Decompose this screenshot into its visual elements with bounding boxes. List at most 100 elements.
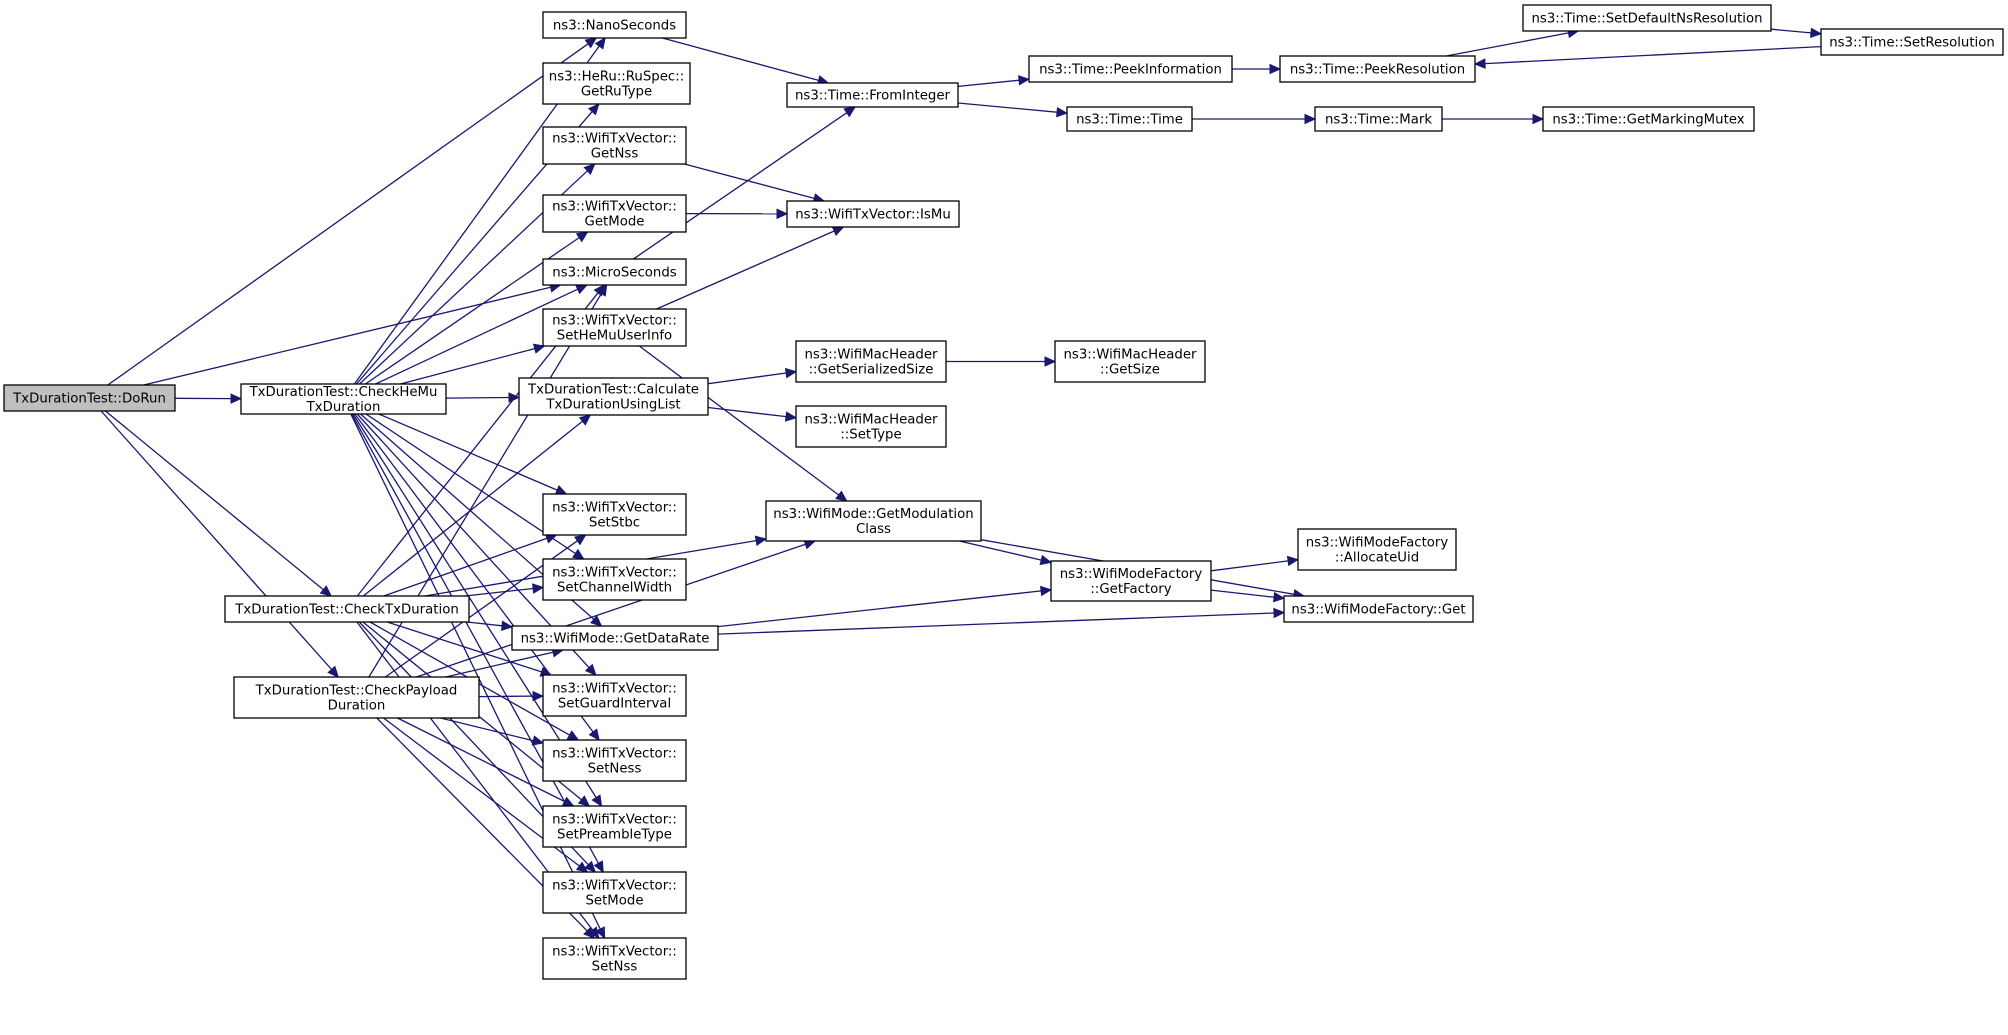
node-getnss[interactable]: ns3::WifiTxVector::GetNss [542,126,687,165]
edge-line [464,587,534,597]
node-factoryget[interactable]: ns3::WifiModeFactory::Get [1283,595,1474,623]
node-label-line: TxDurationTest::CheckPayload [255,684,458,699]
edge-arrowhead [754,535,768,546]
node-sethemu[interactable]: ns3::WifiTxVector::SetHeMuUserInfo [542,308,687,347]
node-label-line: ::AllocateUid [1335,551,1419,566]
node-label-line: ns3::WifiTxVector:: [552,501,677,516]
edge-arrowhead [591,794,603,808]
node-setmode[interactable]: ns3::WifiTxVector::SetMode [542,871,687,914]
node-label-line: Class [856,522,891,537]
node-getdatarate[interactable]: ns3::WifiMode::GetDataRate [511,625,719,651]
call-edge-checkpayload-to-setness [440,717,545,746]
node-setpreamble[interactable]: ns3::WifiTxVector::SetPreambleType [542,805,687,848]
call-edge-checktx-to-getdatarate [467,620,514,632]
call-edge-checktx-to-setchannel [464,583,545,597]
node-microseconds[interactable]: ns3::MicroSeconds [542,258,687,286]
edge-line [1484,45,1822,65]
call-edge-dorun-to-microseconds [143,282,562,386]
node-box [1050,560,1212,602]
node-getrutype[interactable]: ns3::HeRu::RuSpec::GetRuType [542,62,691,105]
node-setnss[interactable]: ns3::WifiTxVector::SetNss [542,937,687,980]
node-setguard[interactable]: ns3::WifiTxVector::SetGuardInterval [542,674,687,717]
edge-arrowhead [578,414,592,426]
node-label-line: SetStbc [589,516,640,531]
node-label-line: ns3::WifiTxVector:: [552,879,677,894]
call-edge-checkhemu-to-setmode [351,413,604,874]
edge-arrowhead [583,926,596,939]
node-frominteger[interactable]: ns3::Time::FromInteger [786,82,959,108]
node-getfactory[interactable]: ns3::WifiModeFactory::GetFactory [1050,560,1212,602]
node-label-line: SetGuardInterval [558,697,671,712]
edge-line [107,43,589,386]
node-label-line: ns3::WifiMode::GetDataRate [521,632,710,647]
node-dorun[interactable]: TxDurationTest::DoRun [3,384,176,412]
call-edge-getfactory-to-allocuid [1210,555,1300,572]
edge-arrowhead [1532,113,1545,125]
node-label-line: ns3::WifiTxVector:: [552,566,677,581]
call-edge-checkhemu-to-getmode [365,231,589,385]
node-nanoseconds[interactable]: ns3::NanoSeconds [542,11,687,39]
node-setchannel[interactable]: ns3::WifiTxVector::SetChannelWidth [542,558,687,601]
node-box [542,871,687,914]
edge-arrowhead [784,411,798,422]
call-edge-mark-to-getmutex [1442,113,1545,125]
node-mark[interactable]: ns3::Time::Mark [1314,106,1443,132]
node-box [542,739,687,782]
node-label-line: TxDuration [306,400,381,415]
node-label-line: TxDurationTest::CheckTxDuration [234,603,459,618]
edge-line [365,413,576,555]
call-edge-dorun-to-checkhemu [174,393,243,404]
edge-arrowhead [1273,591,1286,603]
node-label-line: ns3::WifiTxVector:: [552,747,677,762]
edge-line [375,288,578,385]
node-setres[interactable]: ns3::Time::SetResolution [1820,28,2004,56]
edge-line [662,37,819,82]
node-ismu[interactable]: ns3::WifiTxVector::IsMu [786,200,960,228]
edge-line [378,413,558,491]
node-setdefault[interactable]: ns3::Time::SetDefaultNsResolution [1522,4,1772,32]
node-label-line: ns3::Time::SetDefaultNsResolution [1531,12,1762,27]
node-checktx[interactable]: TxDurationTest::CheckTxDuration [224,595,470,623]
node-peekres[interactable]: ns3::Time::PeekResolution [1279,55,1476,83]
call-edge-getnss-to-ismu [684,163,826,204]
node-getmode[interactable]: ns3::WifiTxVector::GetMode [542,194,687,233]
node-peekinfo[interactable]: ns3::Time::PeekInformation [1028,55,1233,83]
edge-line [356,413,590,669]
edge-line [387,621,542,673]
node-label-line: TxDurationTest::DoRun [12,392,166,407]
node-label-line: GetRuType [581,85,652,100]
node-calclist[interactable]: TxDurationTest::CalculateTxDurationUsing… [518,377,709,416]
node-label-line: SetPreambleType [557,828,672,843]
node-label-line: ::GetFactory [1090,582,1171,597]
node-time[interactable]: ns3::Time::Time [1066,106,1193,132]
node-getserialized[interactable]: ns3::WifiMacHeader::GetSerializedSize [795,340,947,383]
call-edge-checkhemu-to-setpreamble [352,413,603,808]
edge-arrowhead [230,393,243,404]
node-label-line: ns3::WifiMacHeader [804,413,938,428]
node-settype[interactable]: ns3::WifiMacHeader::SetType [795,405,947,448]
node-setstbc[interactable]: ns3::WifiTxVector::SetStbc [542,493,687,536]
node-box [1066,106,1193,132]
node-box [1522,4,1772,32]
node-getsize[interactable]: ns3::WifiMacHeader::GetSize [1054,340,1206,383]
node-setness[interactable]: ns3::WifiTxVector::SetNess [542,739,687,782]
edge-arrowhead [319,585,333,597]
edge-arrowhead [532,690,545,702]
call-edge-checkhemu-to-calclist [445,392,521,403]
edge-arrowhead [583,163,596,176]
node-getmutex[interactable]: ns3::Time::GetMarkingMutex [1542,106,1755,132]
edge-arrowhead [835,490,848,502]
edge-line [633,112,848,260]
call-edge-dorun-to-checktx [104,410,333,597]
call-edge-frominteger-to-time [957,102,1069,118]
edge-line [638,345,840,496]
edge-arrowhead [575,231,589,243]
call-edge-getdatarate-to-factoryget [717,607,1286,635]
edge-arrowhead [531,735,545,746]
call-edge-setres-to-peekres [1473,45,1822,69]
node-allocuid[interactable]: ns3::WifiModeFactory::AllocateUid [1297,528,1457,571]
node-label-line: ns3::WifiTxVector:: [552,200,677,215]
